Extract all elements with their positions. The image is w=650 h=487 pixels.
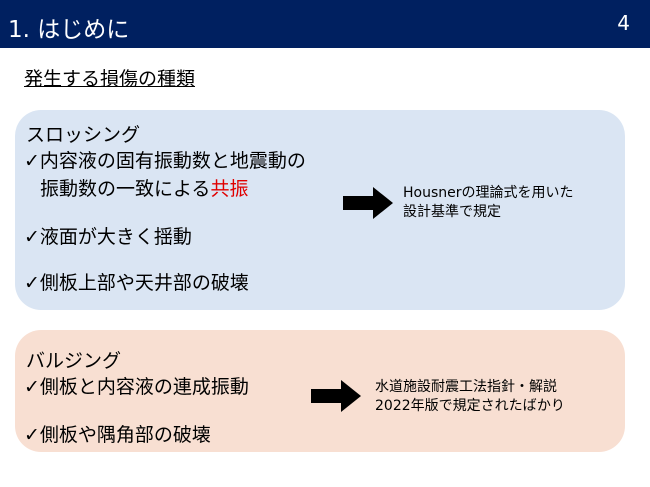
note-line: 水道施設耐震工法指針・解説 [375, 379, 557, 395]
list-item-text: 液面が大きく揺動 [39, 226, 192, 248]
section-subtitle: 発生する損傷の種類 [24, 68, 196, 90]
check-icon: ✓ [24, 424, 40, 446]
slide-header: 1. はじめに 4 [0, 0, 650, 48]
list-item: 振動数の一致による共振 [40, 174, 248, 201]
bulging-note: 水道施設耐震工法指針・解説 2022年版で規定されたばかり [375, 378, 565, 416]
list-item-text: 振動数の一致による [40, 178, 211, 200]
list-item: ✓側板や隅角部の破壊 [24, 420, 211, 447]
right-arrow-icon [343, 187, 393, 219]
check-icon: ✓ [24, 150, 40, 172]
check-icon: ✓ [24, 376, 40, 398]
list-item-text: 側板や隅角部の破壊 [39, 424, 211, 446]
list-item: ✓内容液の固有振動数と地震動の [24, 146, 306, 173]
page-number: 4 [617, 11, 630, 35]
list-item-text: 側板と内容液の連成振動 [39, 376, 249, 398]
sloshing-heading: スロッシング [26, 124, 141, 146]
list-item-text: 側板上部や天井部の破壊 [39, 272, 249, 294]
note-line: Housnerの理論式を用いた [403, 185, 574, 201]
check-icon: ✓ [24, 272, 40, 294]
sloshing-note: Housnerの理論式を用いた 設計基準で規定 [403, 184, 574, 222]
sloshing-panel [15, 110, 625, 310]
right-arrow-icon [311, 380, 361, 412]
check-icon: ✓ [24, 226, 40, 248]
list-item-text: 内容液の固有振動数と地震動の [39, 150, 306, 172]
list-item: ✓液面が大きく揺動 [24, 222, 192, 249]
note-line: 設計基準で規定 [403, 204, 501, 220]
bulging-heading: バルジング [26, 350, 122, 372]
list-item: ✓側板上部や天井部の破壊 [24, 268, 249, 295]
note-line: 2022年版で規定されたばかり [375, 398, 565, 414]
slide-title: 1. はじめに [8, 17, 130, 43]
list-item: ✓側板と内容液の連成振動 [24, 372, 249, 399]
highlight-text: 共振 [210, 178, 249, 200]
